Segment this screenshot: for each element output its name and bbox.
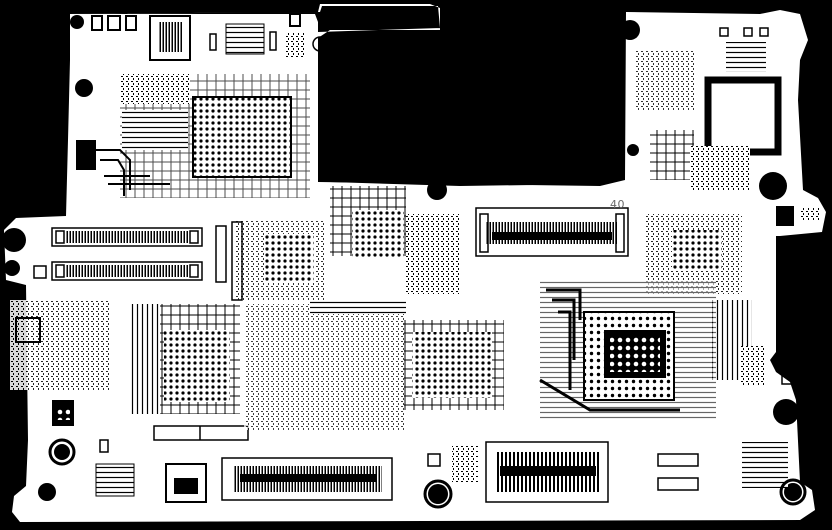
bga-center-right bbox=[539, 280, 716, 420]
bga-center-upper bbox=[231, 186, 460, 301]
upper-right-block bbox=[636, 27, 820, 226]
bga-center-lower bbox=[244, 300, 504, 430]
bottom-connectors bbox=[95, 441, 807, 509]
left-mid-block bbox=[10, 300, 110, 466]
right-fpc-connector bbox=[475, 207, 629, 257]
board-cutouts bbox=[2, 10, 832, 504]
bga-lower-left bbox=[130, 304, 249, 441]
bga-upper-left bbox=[76, 7, 383, 198]
board-silkscreen-label: 40 bbox=[610, 198, 625, 211]
left-fpc-connectors bbox=[33, 225, 227, 283]
